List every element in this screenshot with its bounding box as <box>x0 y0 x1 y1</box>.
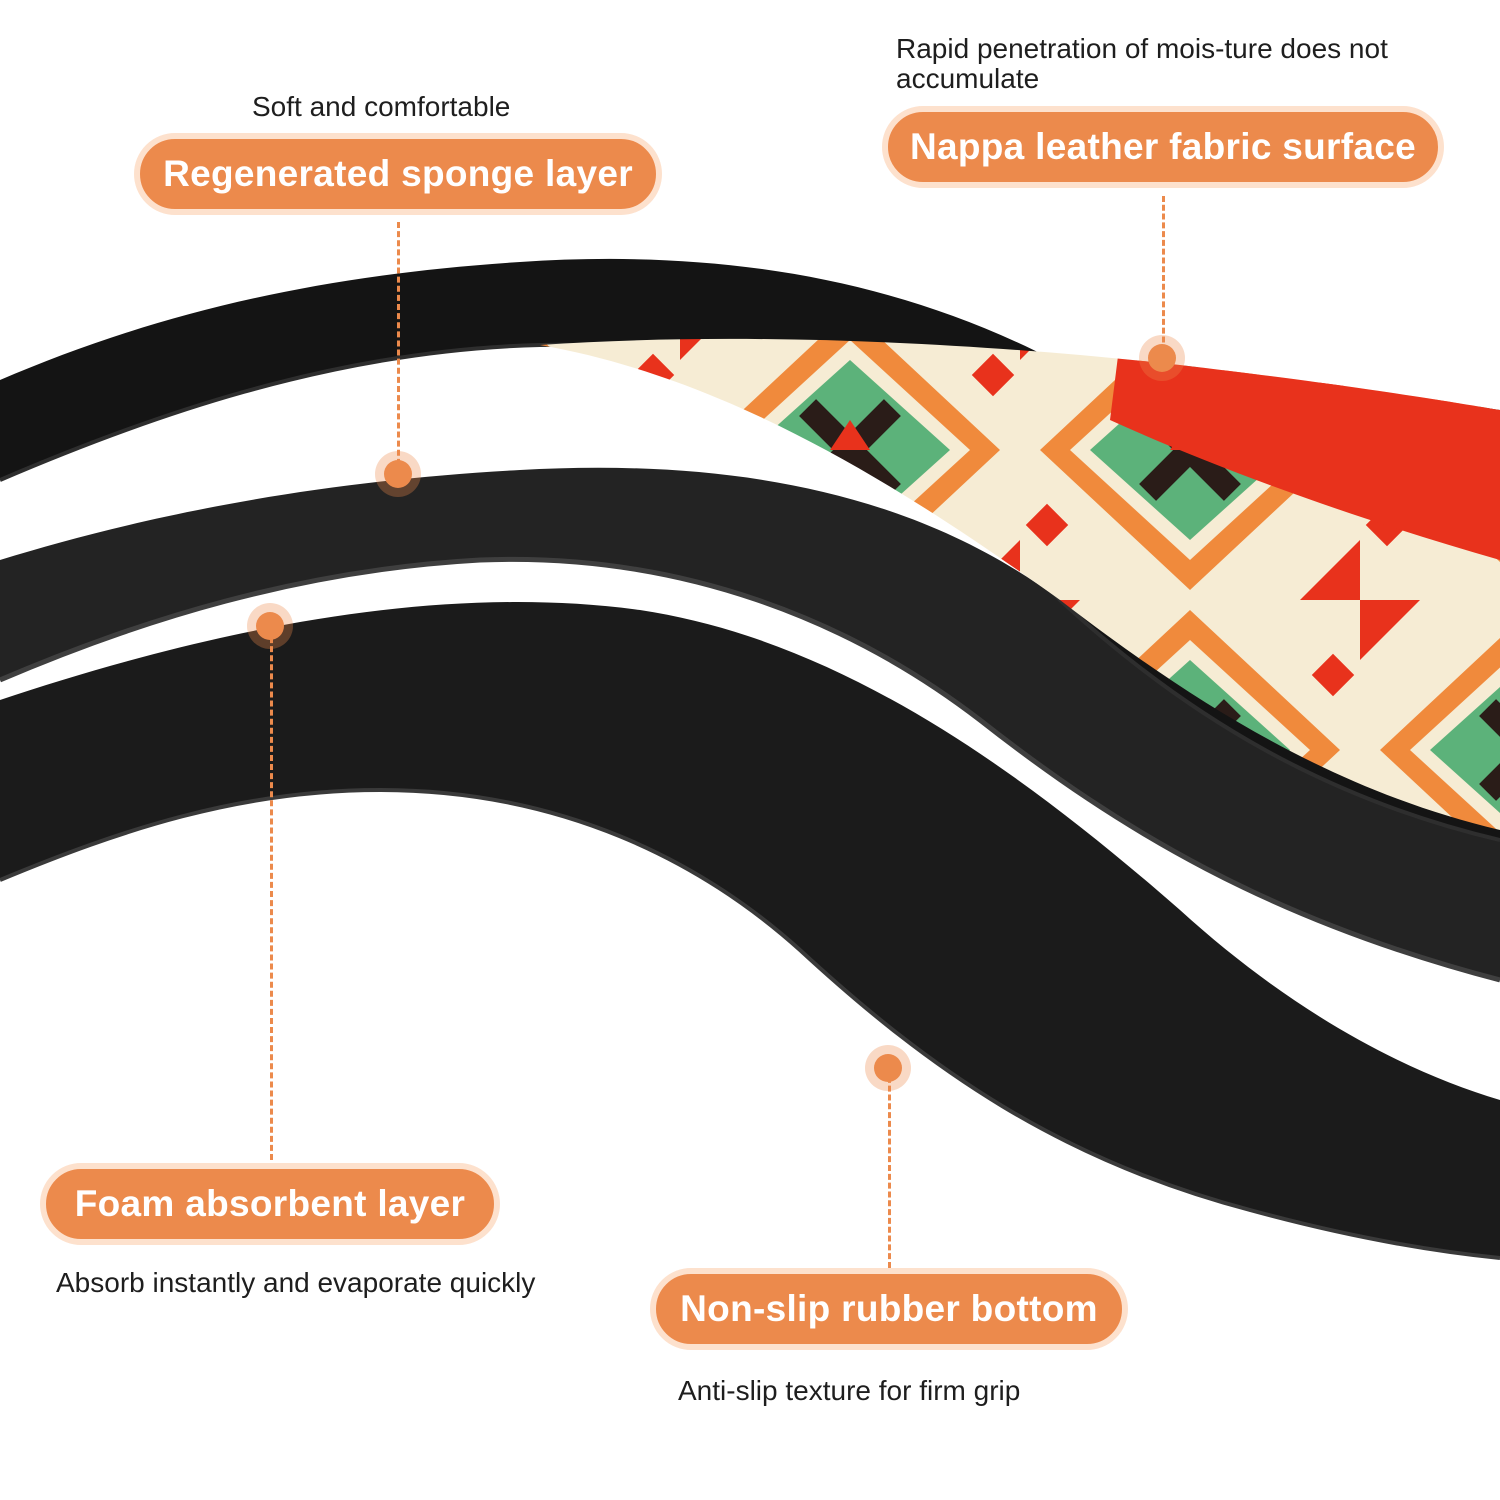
rubber-marker-dot <box>874 1054 902 1082</box>
foam-note: Absorb instantly and evaporate quickly <box>56 1267 536 1298</box>
foam-absorbent-layer <box>0 467 1500 980</box>
rubber-note: Anti-slip texture for firm grip <box>678 1375 1021 1406</box>
rubber-label: Non-slip rubber bottom <box>650 1268 1128 1350</box>
nappa-marker-dot <box>1148 344 1176 372</box>
sponge-marker-dot <box>384 460 412 488</box>
sponge-note: Soft and comfortable <box>252 91 511 122</box>
foam-label: Foam absorbent layer <box>40 1163 500 1245</box>
nappa-label: Nappa leather fabric surface <box>882 106 1444 188</box>
nappa-note: Rapid penetration of mois-ture does not … <box>896 33 1388 94</box>
foam-leader-line <box>270 628 273 1160</box>
foam-marker-dot <box>256 612 284 640</box>
nappa-leader-line <box>1162 196 1165 360</box>
rubber-leader-line <box>888 1068 891 1268</box>
rubber-bottom-layer <box>0 602 1500 1258</box>
sponge-label: Regenerated sponge layer <box>134 133 662 215</box>
sponge-leader-line <box>397 222 400 474</box>
